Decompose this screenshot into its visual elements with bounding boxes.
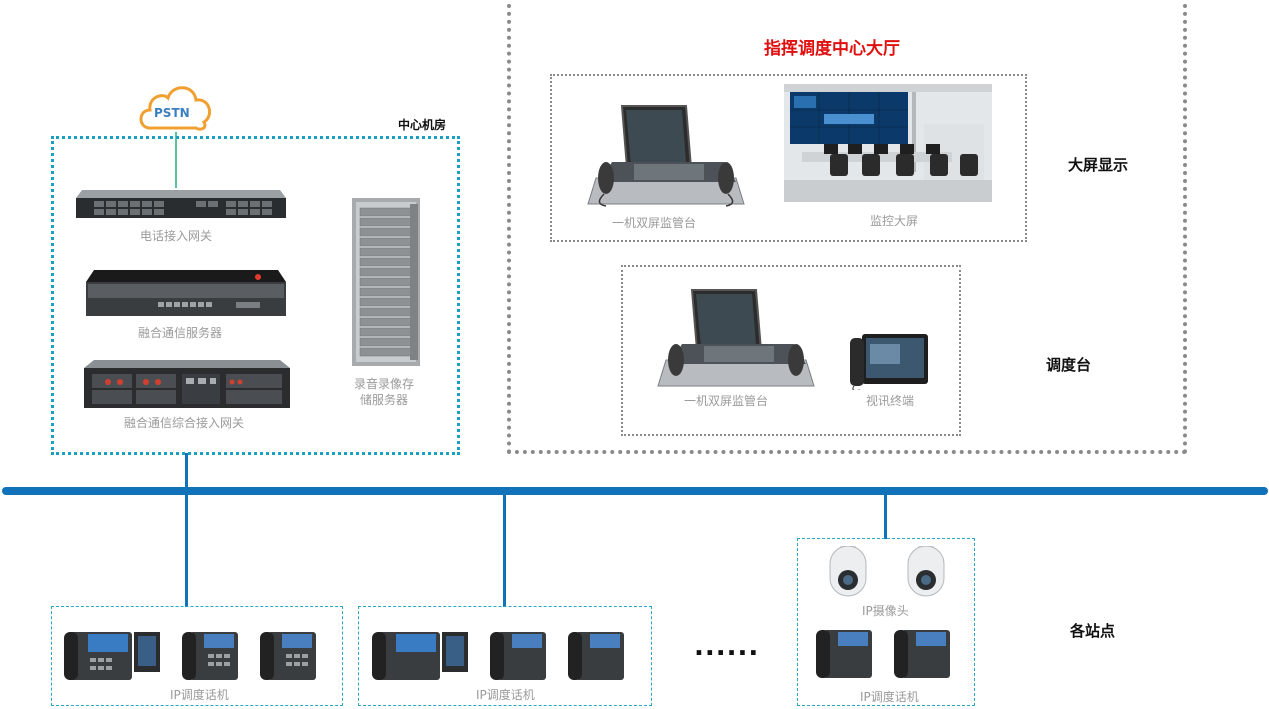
site-1-caption: IP调度话机: [170, 688, 229, 702]
site-2-frame: [358, 606, 652, 706]
console-group: [621, 265, 961, 436]
fusion-access-gateway-caption: 融合通信综合接入网关: [124, 416, 245, 430]
site-2-caption: IP调度话机: [476, 688, 535, 702]
dual-screen-console-2-caption: 一机双屏监管台: [684, 394, 769, 408]
storage-server-rack-image: [352, 198, 420, 366]
pstn-label: PSTN: [154, 106, 190, 120]
phone-gateway-image: [76, 190, 286, 218]
command-hall-title: 指挥调度中心大厅: [764, 39, 900, 59]
fusion-server-caption: 融合通信服务器: [138, 326, 223, 340]
storage-server-caption-line2: 储服务器: [360, 393, 409, 407]
video-terminal-caption: 视讯终端: [866, 394, 915, 408]
central-room-frame: [51, 136, 460, 455]
dual-screen-console-image: [587, 105, 745, 207]
pstn-cloud-icon: [139, 86, 212, 131]
bus-drop-site-3: [884, 495, 887, 539]
monitor-wall-image: [784, 84, 992, 202]
storage-server-caption-line1: 录音录像存: [354, 377, 415, 391]
site-1-phones-image: [64, 632, 316, 680]
monitor-wall-caption: 监控大屏: [870, 214, 919, 228]
central-room-title: 中心机房: [398, 118, 447, 132]
dual-screen-console-caption: 一机双屏监管台: [612, 216, 697, 230]
console-label: 调度台: [1046, 356, 1092, 374]
network-bus: [2, 487, 1268, 495]
more-sites-ellipsis: ......: [694, 632, 760, 662]
ip-camera-caption: IP摄像头: [862, 604, 909, 618]
dual-screen-console-2-image: [657, 289, 815, 387]
sites-label: 各站点: [1070, 622, 1116, 640]
fusion-server-image: [86, 270, 286, 316]
fusion-access-gateway-image: [84, 360, 290, 408]
ip-camera-icons: [829, 546, 945, 597]
command-hall-frame: [507, 0, 1187, 454]
site-3-phones-image: [816, 630, 950, 678]
site-3-caption: IP调度话机: [860, 690, 919, 704]
site-2-phones-image: [372, 632, 624, 680]
video-terminal-image: [850, 334, 928, 390]
big-screen-group: [550, 74, 1027, 242]
site-1-frame: [51, 606, 343, 706]
bus-drop-site-2: [503, 495, 506, 607]
site-3-frame: [797, 538, 975, 706]
phone-gateway-caption: 电话接入网关: [140, 229, 213, 243]
bus-drop-central: [185, 453, 188, 607]
pstn-link-line: [175, 132, 177, 188]
big-screen-label: 大屏显示: [1068, 156, 1129, 174]
